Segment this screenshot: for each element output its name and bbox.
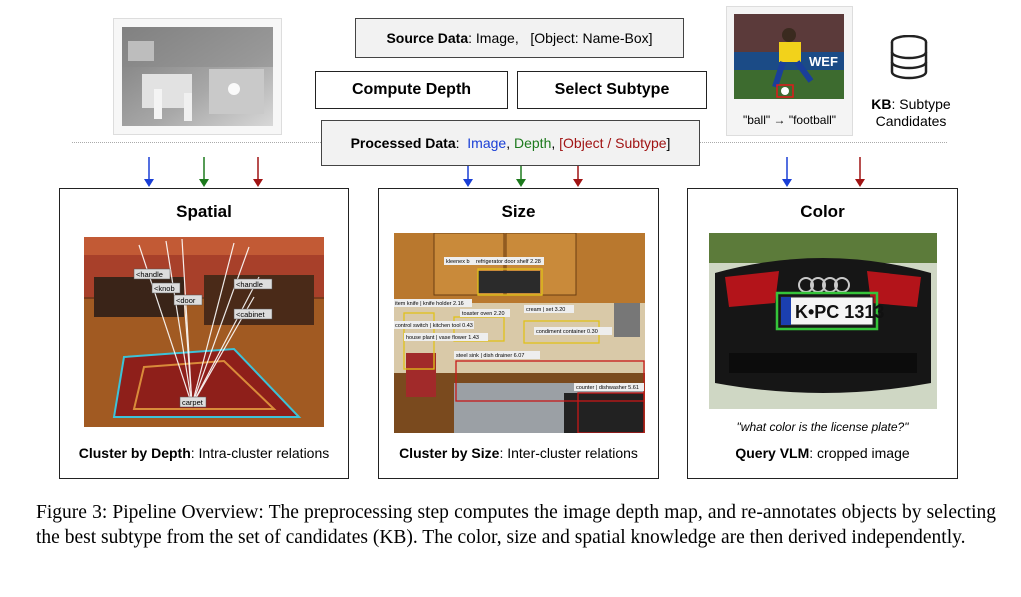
color-title: Color bbox=[800, 202, 845, 221]
size-panel: Size kleenex b refrigerat bbox=[378, 188, 659, 479]
size-label: condiment container 0.30 bbox=[536, 329, 598, 335]
spatial-label: <cabinet bbox=[236, 310, 265, 319]
select-subtype-box: Select Subtype bbox=[517, 71, 707, 109]
processed-object-subtype: [Object / Subtype bbox=[559, 135, 667, 151]
size-caption-rest: : Inter-cluster relations bbox=[499, 445, 638, 461]
kb-line2: Candidates bbox=[875, 113, 947, 129]
spatial-label: <door bbox=[176, 296, 196, 305]
car-image: K•PC 1313 bbox=[709, 233, 937, 409]
kb-label: KB: Subtype Candidates bbox=[856, 96, 966, 130]
size-image: kleenex b refrigerator door shelf 2.28 i… bbox=[394, 233, 645, 433]
size-label: counter | dishwasher 5.61 bbox=[576, 385, 639, 391]
color-caption-rest: : cropped image bbox=[809, 445, 910, 461]
source-data-value: Image, [Object: Name-Box] bbox=[475, 30, 653, 46]
kb-name: KB bbox=[871, 96, 892, 112]
banner-text: WEF bbox=[809, 54, 838, 69]
color-caption: Query VLM: cropped image bbox=[688, 445, 957, 461]
color-query: "what color is the license plate?" bbox=[736, 420, 909, 434]
spatial-label: <handle bbox=[236, 280, 263, 289]
size-label: kleenex b bbox=[446, 259, 470, 265]
size-label: refrigerator door shelf 2.28 bbox=[476, 259, 541, 265]
processed-depth: Depth bbox=[514, 135, 552, 151]
spatial-panel: Spatial <handle bbox=[59, 188, 349, 479]
spatial-title: Spatial bbox=[176, 202, 232, 221]
size-caption: Cluster by Size: Inter-cluster relations bbox=[379, 445, 658, 461]
spatial-image: <handle <knob <door <handle <cabinet car… bbox=[84, 237, 324, 427]
depth-map-thumbnail bbox=[113, 18, 282, 135]
size-label: toaster oven 2.20 bbox=[462, 311, 505, 317]
spatial-caption: Cluster by Depth: Intra-cluster relation… bbox=[60, 445, 348, 461]
compute-depth-label: Compute Depth bbox=[351, 81, 472, 98]
figure-caption: Figure 3: Pipeline Overview: The preproc… bbox=[36, 502, 996, 548]
kb-text: : Subtype bbox=[891, 96, 951, 112]
processed-data-box: Processed Data: Image, Depth, [Object / … bbox=[321, 120, 700, 166]
database-icon bbox=[889, 34, 929, 86]
select-subtype-label: Select Subtype bbox=[554, 81, 670, 98]
football-photo-frame: WEF "ball" → "football" bbox=[726, 6, 853, 136]
source-data-label: Source Data bbox=[386, 30, 469, 46]
size-title: Size bbox=[501, 202, 536, 221]
license-plate-text: K•PC 1313 bbox=[795, 302, 884, 322]
spatial-label: carpet bbox=[182, 398, 204, 407]
spatial-caption-rest: : Intra-cluster relations bbox=[190, 445, 330, 461]
color-panel: Color K•PC 1313 "what color is the licen… bbox=[687, 188, 958, 479]
arrows bbox=[144, 157, 865, 187]
spatial-caption-bold: Cluster by Depth bbox=[78, 445, 191, 461]
processed-image: Image bbox=[467, 135, 507, 151]
size-label: item knife | knife holder 2.16 bbox=[395, 301, 464, 307]
processed-data-label: Processed Data bbox=[350, 135, 456, 151]
football-caption: "ball" → "football" bbox=[742, 113, 837, 127]
size-label: cream | set 3.20 bbox=[526, 307, 565, 313]
size-label: steel sink | dish drainer 6.07 bbox=[456, 353, 524, 359]
size-caption-bold: Cluster by Size bbox=[399, 445, 500, 461]
compute-depth-box: Compute Depth bbox=[315, 71, 508, 109]
color-caption-bold: Query VLM bbox=[735, 445, 810, 461]
size-label: control switch | kitchen tool 0.43 bbox=[395, 323, 473, 329]
source-data-box: Source Data: Image, [Object: Name-Box] bbox=[355, 18, 684, 58]
size-label: house plant | vase flower 1.43 bbox=[406, 335, 479, 341]
spatial-label: <handle bbox=[136, 270, 163, 279]
spatial-label: <knob bbox=[154, 284, 175, 293]
